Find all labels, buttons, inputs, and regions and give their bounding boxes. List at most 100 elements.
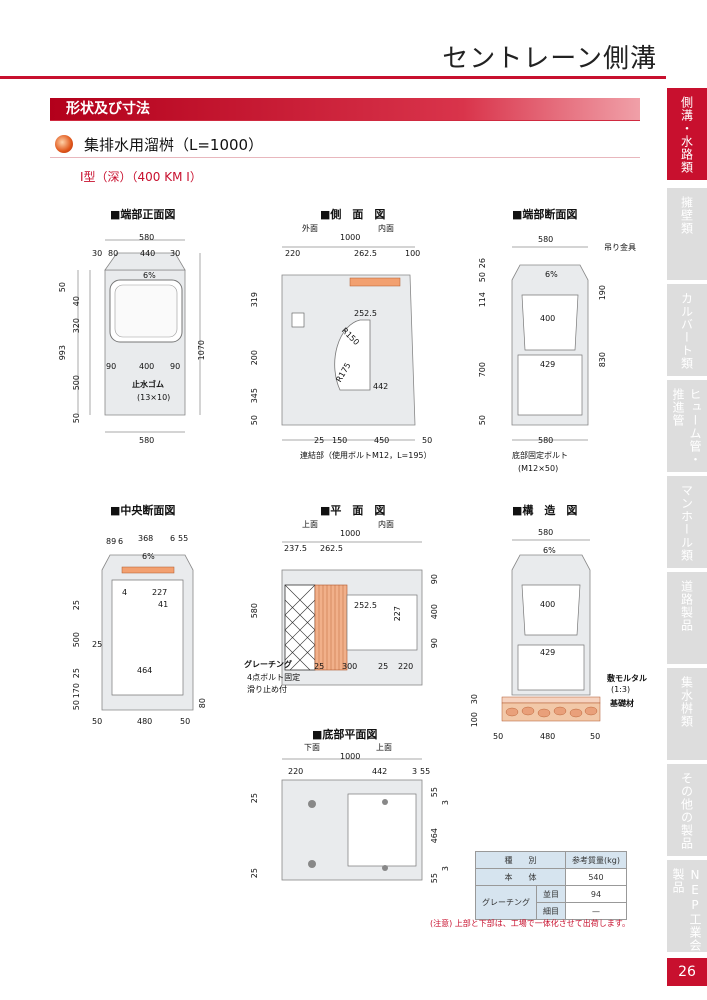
end-section-drawing: [511, 246, 589, 441]
dim-label: 80: [198, 698, 207, 709]
plan-view-title: ■平 面 図: [320, 504, 386, 517]
dim-label: 429: [540, 648, 556, 657]
dim-label: 55: [430, 787, 439, 798]
label-top-face: 上面: [302, 520, 318, 529]
dim-label: 6: [170, 534, 176, 543]
dim-label: 80: [108, 249, 119, 258]
dim-label: 700: [478, 362, 487, 378]
dim-label: 580: [139, 436, 155, 445]
dim-label: 227: [152, 588, 168, 597]
side-view-title: ■側 面 図: [320, 208, 386, 221]
dim-label: 40: [72, 296, 81, 307]
dim-label: 50: [180, 717, 191, 726]
table-row: 本 体 540: [475, 868, 627, 886]
label-bedding-mortar: 敷モルタル: [607, 674, 647, 683]
dim-label: 6%: [543, 546, 556, 555]
center-section-drawing: [101, 554, 194, 711]
tab-manhole[interactable]: マンホール類: [667, 476, 707, 568]
dim-label: 25: [378, 662, 389, 671]
dim-label: 3: [441, 800, 450, 806]
dim-label: 90: [430, 574, 439, 585]
page-number: 26: [667, 958, 707, 986]
dim-label: 220: [288, 767, 304, 776]
dim-label: 500: [72, 375, 81, 391]
dim-label: 1000: [340, 752, 361, 761]
dim-label: 400: [540, 600, 556, 609]
dim-label: 1070: [197, 340, 206, 361]
type-label: Ⅰ型（深）（400 KM Ⅰ）: [80, 170, 202, 184]
tab-road-products[interactable]: 道路製品: [667, 572, 707, 664]
dim-label: 450: [374, 436, 390, 445]
dim-label: 26: [478, 258, 487, 269]
dim-label: 580: [538, 528, 554, 537]
dim-label: 400: [139, 362, 155, 371]
table-cell: 並目: [536, 885, 566, 903]
tab-hume-pipe[interactable]: ヒューム管・推進管: [667, 380, 707, 472]
side-view-drawing: [281, 246, 416, 441]
dim-label: 220: [285, 249, 301, 258]
tab-retaining-wall[interactable]: 擁壁類: [667, 188, 707, 280]
table-header: 参考質量(kg): [565, 851, 627, 869]
dim-label: 50: [58, 282, 67, 293]
table-row: 細目 —: [476, 902, 627, 920]
dim-label: 190: [598, 285, 607, 301]
table-cell: —: [565, 902, 627, 920]
table-cell: 細目: [536, 902, 566, 920]
tab-culvert[interactable]: カルバート類: [667, 284, 707, 376]
dim-label: 580: [538, 235, 554, 244]
label-top-face: 上面: [376, 743, 392, 752]
dim-label: 30: [170, 249, 181, 258]
dim-label: 55: [430, 873, 439, 884]
tab-catch-basin[interactable]: 集水桝類: [667, 668, 707, 760]
tab-gutter[interactable]: 側溝・水路類: [667, 88, 707, 180]
label-inner-face: 内面: [378, 520, 394, 529]
table-row: 種 別 参考質量(kg): [475, 851, 627, 869]
dim-label: 400: [540, 314, 556, 323]
bottom-plan-title: ■底部平面図: [312, 728, 378, 741]
dim-label: 200: [250, 350, 259, 366]
dim-label: 50: [478, 272, 487, 283]
label-bolt-fix: 4点ボルト固定: [247, 673, 301, 682]
subsection-title: 集排水用溜桝（L=1000）: [84, 136, 264, 154]
bullet-icon: [55, 135, 73, 153]
label-lifting-hook: 吊り金具: [604, 243, 636, 252]
dim-label: 300: [342, 662, 358, 671]
table-header: 種 別: [475, 851, 566, 869]
dim-label: 100: [405, 249, 421, 258]
table-cell: グレーチング: [475, 885, 537, 920]
dim-label: 252.5: [354, 309, 377, 318]
dim-label: 114: [478, 292, 487, 308]
dim-label: 25: [92, 640, 103, 649]
dim-label: 400: [430, 604, 439, 620]
dim-label: 830: [598, 352, 607, 368]
dim-label: 6%: [545, 270, 558, 279]
table-cell: 94: [565, 885, 627, 903]
bottom-plan-drawing: [281, 758, 423, 881]
label-mortar-ratio: (1:3): [611, 685, 631, 694]
dim-label: 89: [106, 537, 117, 546]
dim-label: 50: [72, 413, 81, 424]
end-front-title: ■端部正面図: [110, 208, 176, 221]
dim-label: 50: [493, 732, 504, 741]
dim-label: 50: [250, 415, 259, 426]
dim-label: 150: [332, 436, 348, 445]
structure-view-drawing: [501, 539, 601, 722]
table-cell: 本 体: [475, 868, 566, 886]
dim-label: 30: [470, 694, 479, 705]
dim-label: 429: [540, 360, 556, 369]
dim-label: 6%: [142, 552, 155, 561]
dim-label: 25: [314, 662, 325, 671]
dim-label: 170: [72, 683, 81, 699]
dim-label: 580: [538, 436, 554, 445]
dim-label: 993: [58, 345, 67, 361]
dim-label: 1000: [340, 233, 361, 242]
tab-nep-products[interactable]: NEP工業会製品: [667, 860, 707, 952]
structure-view-title: ■構 造 図: [512, 504, 578, 517]
dim-label: 25: [314, 436, 325, 445]
tab-other-products[interactable]: その他の製品: [667, 764, 707, 856]
dim-label: 50: [72, 700, 81, 711]
dim-label: 262.5: [320, 544, 343, 553]
dim-label: 41: [158, 600, 169, 609]
dim-label: 50: [478, 415, 487, 426]
center-section-title: ■中央断面図: [110, 504, 176, 517]
